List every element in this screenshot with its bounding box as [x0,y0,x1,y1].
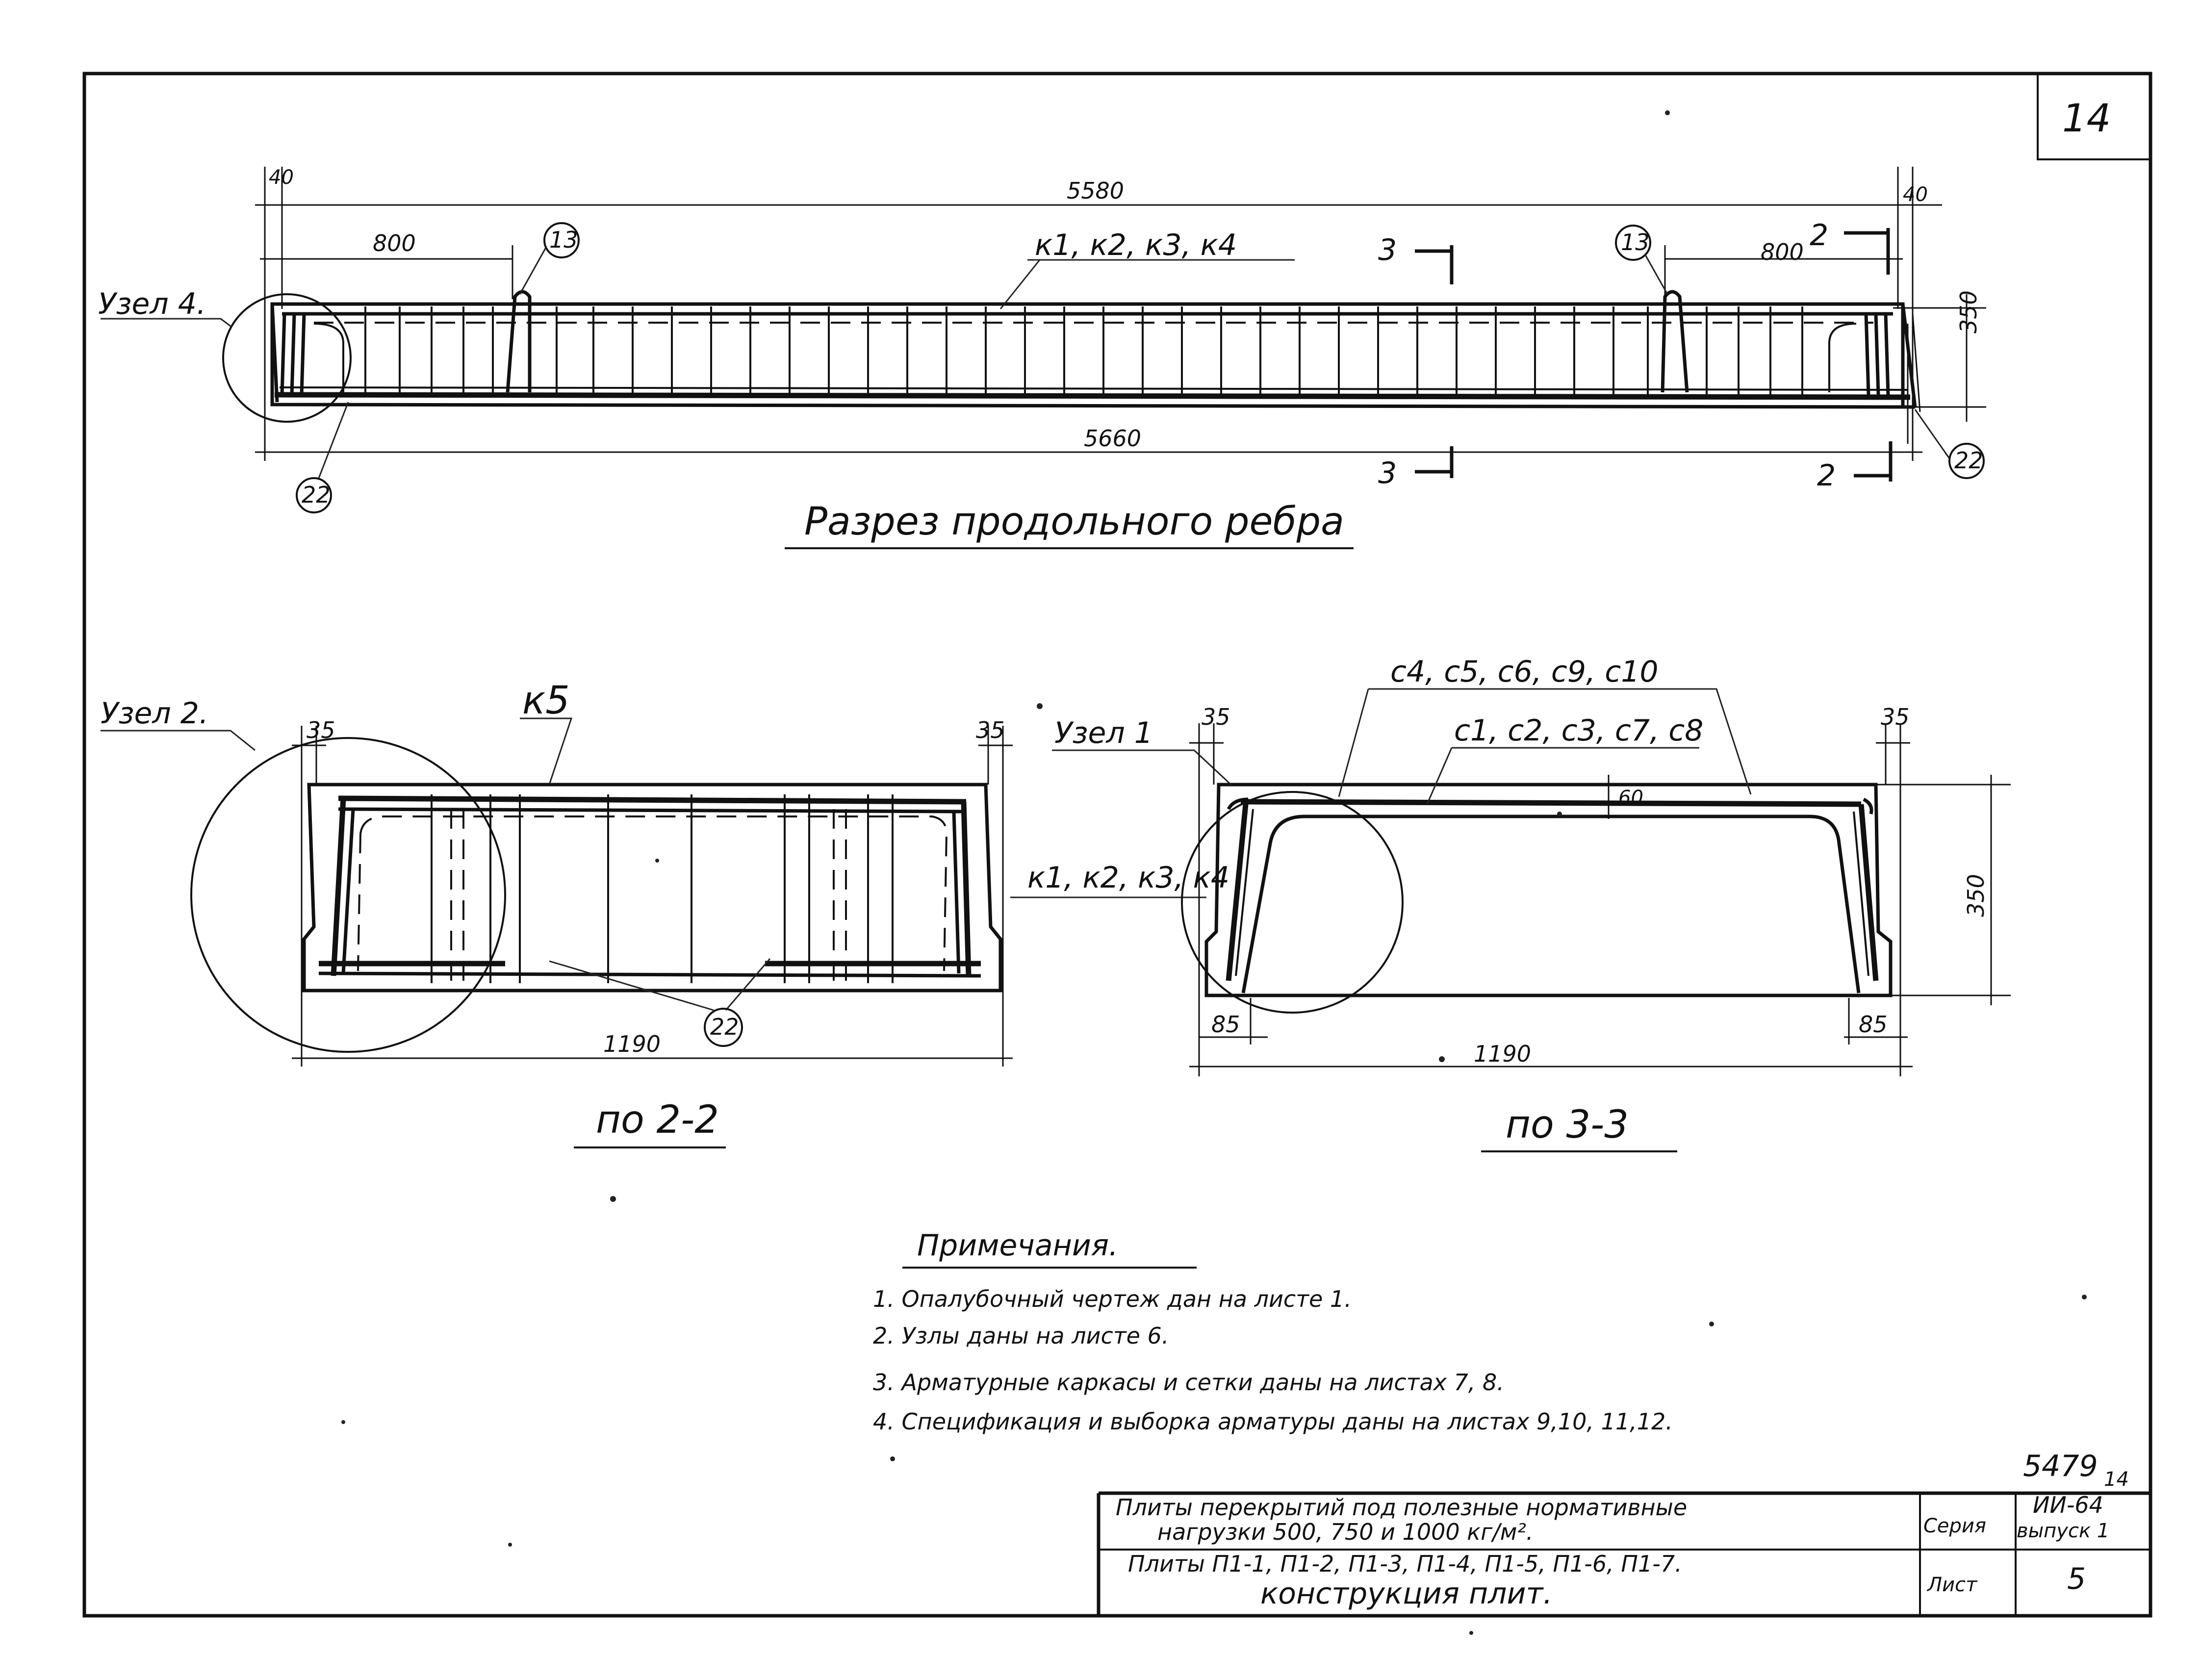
section-mark-3-bottom-label: 3 [1378,456,1397,490]
series-value: ИИ-64 [2033,1492,2103,1518]
dim-35-right-33: 35 [1881,704,1910,730]
dim-85-right: 85 [1859,1011,1888,1038]
longitudinal-dimensions [255,167,1986,461]
issue-value: выпуск 1 [2017,1520,2109,1542]
dim-85-left: 85 [1211,1011,1240,1038]
scan-specks [341,110,2087,1635]
callout-13-left [543,222,580,258]
section-mark-3-top [1415,245,1454,284]
section-mark-3-top-label: 3 [1378,233,1397,267]
section-3-3-drawing [1052,688,2011,1076]
node-2-circle [190,737,506,1053]
dim-end-left: 40 [269,166,294,189]
callout-22-right [1948,443,1985,479]
frames-k1-k4-label: к1, к2, к3, к4 [1035,228,1237,262]
frames-k1-k4-section-label: к1, к2, к3, к4 [1027,861,1229,895]
node-1-label: Узел 1 [1054,716,1153,750]
dim-bottom-total: 5660 [1084,425,1141,452]
section-mark-2-bottom [1854,441,1893,482]
callout-22-right-label: 22 [1954,447,1983,474]
section-mark-3-bottom [1415,446,1454,478]
width-1190-22: 1190 [603,1031,661,1057]
width-1190-33: 1190 [1474,1041,1531,1067]
callout-22-left [296,477,332,513]
sheet-frame [82,72,2152,1618]
sheet-value: 5 [2067,1562,2086,1596]
dim-60: 60 [1618,787,1643,809]
stamp-row2-line1: Плиты П1-1, П1-2, П1-3, П1-4, П1-5, П1-6… [1128,1551,1682,1577]
dim-top-total: 5580 [1067,178,1124,204]
dim-35-right-22: 35 [976,717,1005,743]
section-mark-2-bottom-label: 2 [1817,458,1836,493]
section-2-2-outline [302,783,1002,993]
stamp-row2-line2: конструкция плит. [1260,1577,1553,1611]
mesh-top-label: с4, с5, с6, с9, с10 [1390,655,1659,689]
dim-end-right: 40 [1903,183,1928,206]
note-2: 2. Узлы даны на листе 6. [873,1323,1169,1349]
note-3: 3. Арматурные каркасы и сетки даны на ли… [873,1369,1504,1396]
notes-heading: Примечания. [917,1228,1118,1263]
section-3-3-title: по 3-3 [1506,1103,1629,1147]
callout-22-section [704,1008,743,1047]
note-1: 1. Опалубочный чертеж дан на листе 1. [873,1286,1352,1312]
callout-13-right [1615,225,1651,261]
section-mark-2-top [1844,228,1890,275]
section-2-2-title: по 2-2 [596,1098,719,1142]
callout-22-section-label: 22 [710,1014,739,1040]
mesh-bottom-label: с1, с2, с3, с7, с8 [1454,713,1703,748]
drawing-number: 5479 [2023,1449,2098,1483]
note-4: 4. Спецификация и выборка арматуры даны … [873,1408,1673,1435]
callout-22-left-label: 22 [302,482,331,508]
section-mark-2-top-label: 2 [1810,218,1828,253]
dim-35-left-22: 35 [307,717,335,743]
dim-right-800: 800 [1761,239,1804,265]
node-4-circle [222,293,352,423]
callout-13-right-label: 13 [1621,229,1650,255]
sheet-label: Лист [1926,1574,1978,1596]
series-label: Серия [1923,1515,1986,1537]
corner-sheet-number: 14 [2062,97,2111,141]
longitudinal-rib-section [101,290,1917,423]
callout-13-left-label: 13 [549,227,578,253]
height-350-33: 350 [1963,874,1989,917]
section-2-2-drawing [101,717,1206,1067]
dim-35-left-33: 35 [1202,704,1230,730]
title-block [1097,1491,2150,1616]
node-2-label: Узел 2. [101,696,208,731]
node-4-label: Узел 4. [98,287,206,321]
longitudinal-title: Разрез продольного ребра [804,500,1344,544]
dim-height-350: 350 [1955,290,1982,333]
rib-outline [270,302,1916,409]
node-1-circle [1181,791,1404,1014]
dim-left-800: 800 [373,230,416,256]
stamp-row1-line2: нагрузки 500, 750 и 1000 кг/м². [1157,1519,1534,1545]
drawing-number-sub: 14 [2104,1468,2129,1491]
frame-k5-label: к5 [522,679,570,723]
stamp-row1-line1: Плиты перекрытий под полезные нормативны… [1116,1494,1687,1521]
